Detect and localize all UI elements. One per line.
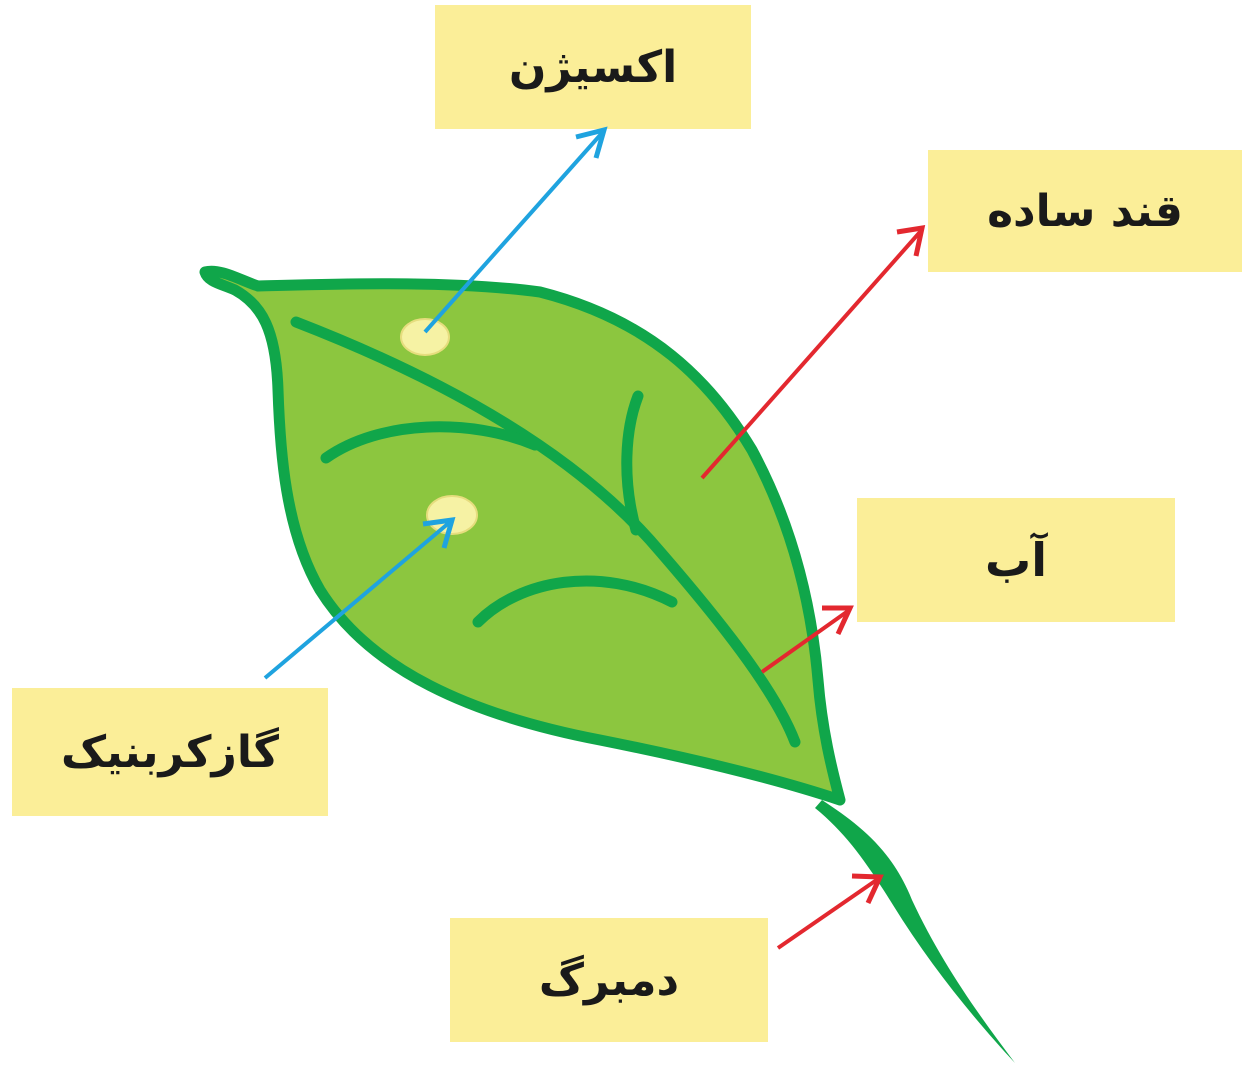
arrow-petiole [778, 876, 880, 948]
label-carbon-dioxide: گازکربنیک [12, 688, 328, 816]
label-simple-sugar: قند ساده [928, 150, 1242, 272]
label-oxygen: اکسیژن [435, 5, 751, 129]
label-petiole: دمبرگ [450, 918, 768, 1042]
petiole-shape [815, 800, 1015, 1063]
arrow-simple-sugar [702, 228, 922, 478]
stoma-upper [401, 319, 449, 355]
label-water: آب [857, 498, 1175, 622]
